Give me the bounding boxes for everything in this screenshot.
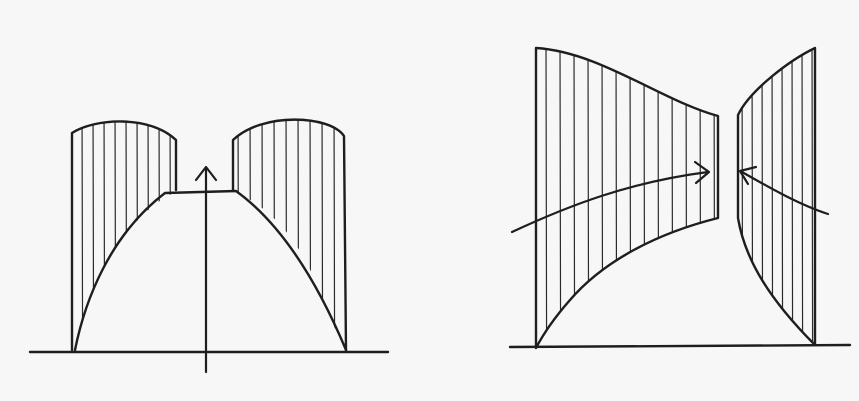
hatch-line xyxy=(148,100,149,352)
right-block-outline xyxy=(738,48,815,345)
hatch-line xyxy=(630,40,631,350)
hatch-line xyxy=(238,100,239,352)
hatch-line xyxy=(714,40,715,350)
hatch-line xyxy=(546,40,547,350)
hatch-line xyxy=(672,40,673,350)
hatch-line xyxy=(792,40,793,350)
right-wall-hatching xyxy=(238,100,335,352)
hatch-line xyxy=(298,100,299,352)
hatch-line xyxy=(115,100,116,352)
hatch-line xyxy=(82,100,83,352)
hatch-line xyxy=(742,40,743,350)
hatch-line xyxy=(752,40,753,350)
hatch-line xyxy=(126,100,127,352)
left-wall-hatching xyxy=(82,100,171,352)
hatch-line xyxy=(159,100,160,352)
hatch-line xyxy=(644,40,645,350)
hatch-line xyxy=(560,40,561,350)
hatch-line xyxy=(93,100,94,352)
right-panel xyxy=(510,40,850,350)
hatch-line xyxy=(250,100,251,352)
hatch-line xyxy=(588,40,589,350)
hatch-line xyxy=(104,100,105,352)
hatch-line xyxy=(322,100,323,352)
hatch-line xyxy=(686,40,687,350)
hatch-line xyxy=(772,40,773,350)
left-block-outline xyxy=(536,48,718,348)
left-block-hatching xyxy=(546,40,715,350)
hatch-line xyxy=(262,100,263,352)
hatch-line xyxy=(802,40,803,350)
hatch-line xyxy=(658,40,659,350)
hatch-line xyxy=(574,40,575,350)
hatch-line xyxy=(137,100,138,352)
hatch-line xyxy=(334,100,335,352)
hatch-line xyxy=(310,100,311,352)
upward-arrow xyxy=(196,167,216,372)
hatch-line xyxy=(700,40,701,350)
left-panel xyxy=(30,100,388,372)
right-baseline xyxy=(510,345,850,347)
hatch-line xyxy=(616,40,617,350)
incoming-arrow-left xyxy=(512,162,709,232)
hatch-line xyxy=(170,100,171,352)
hatch-line xyxy=(812,40,813,350)
hatch-line xyxy=(286,100,287,352)
